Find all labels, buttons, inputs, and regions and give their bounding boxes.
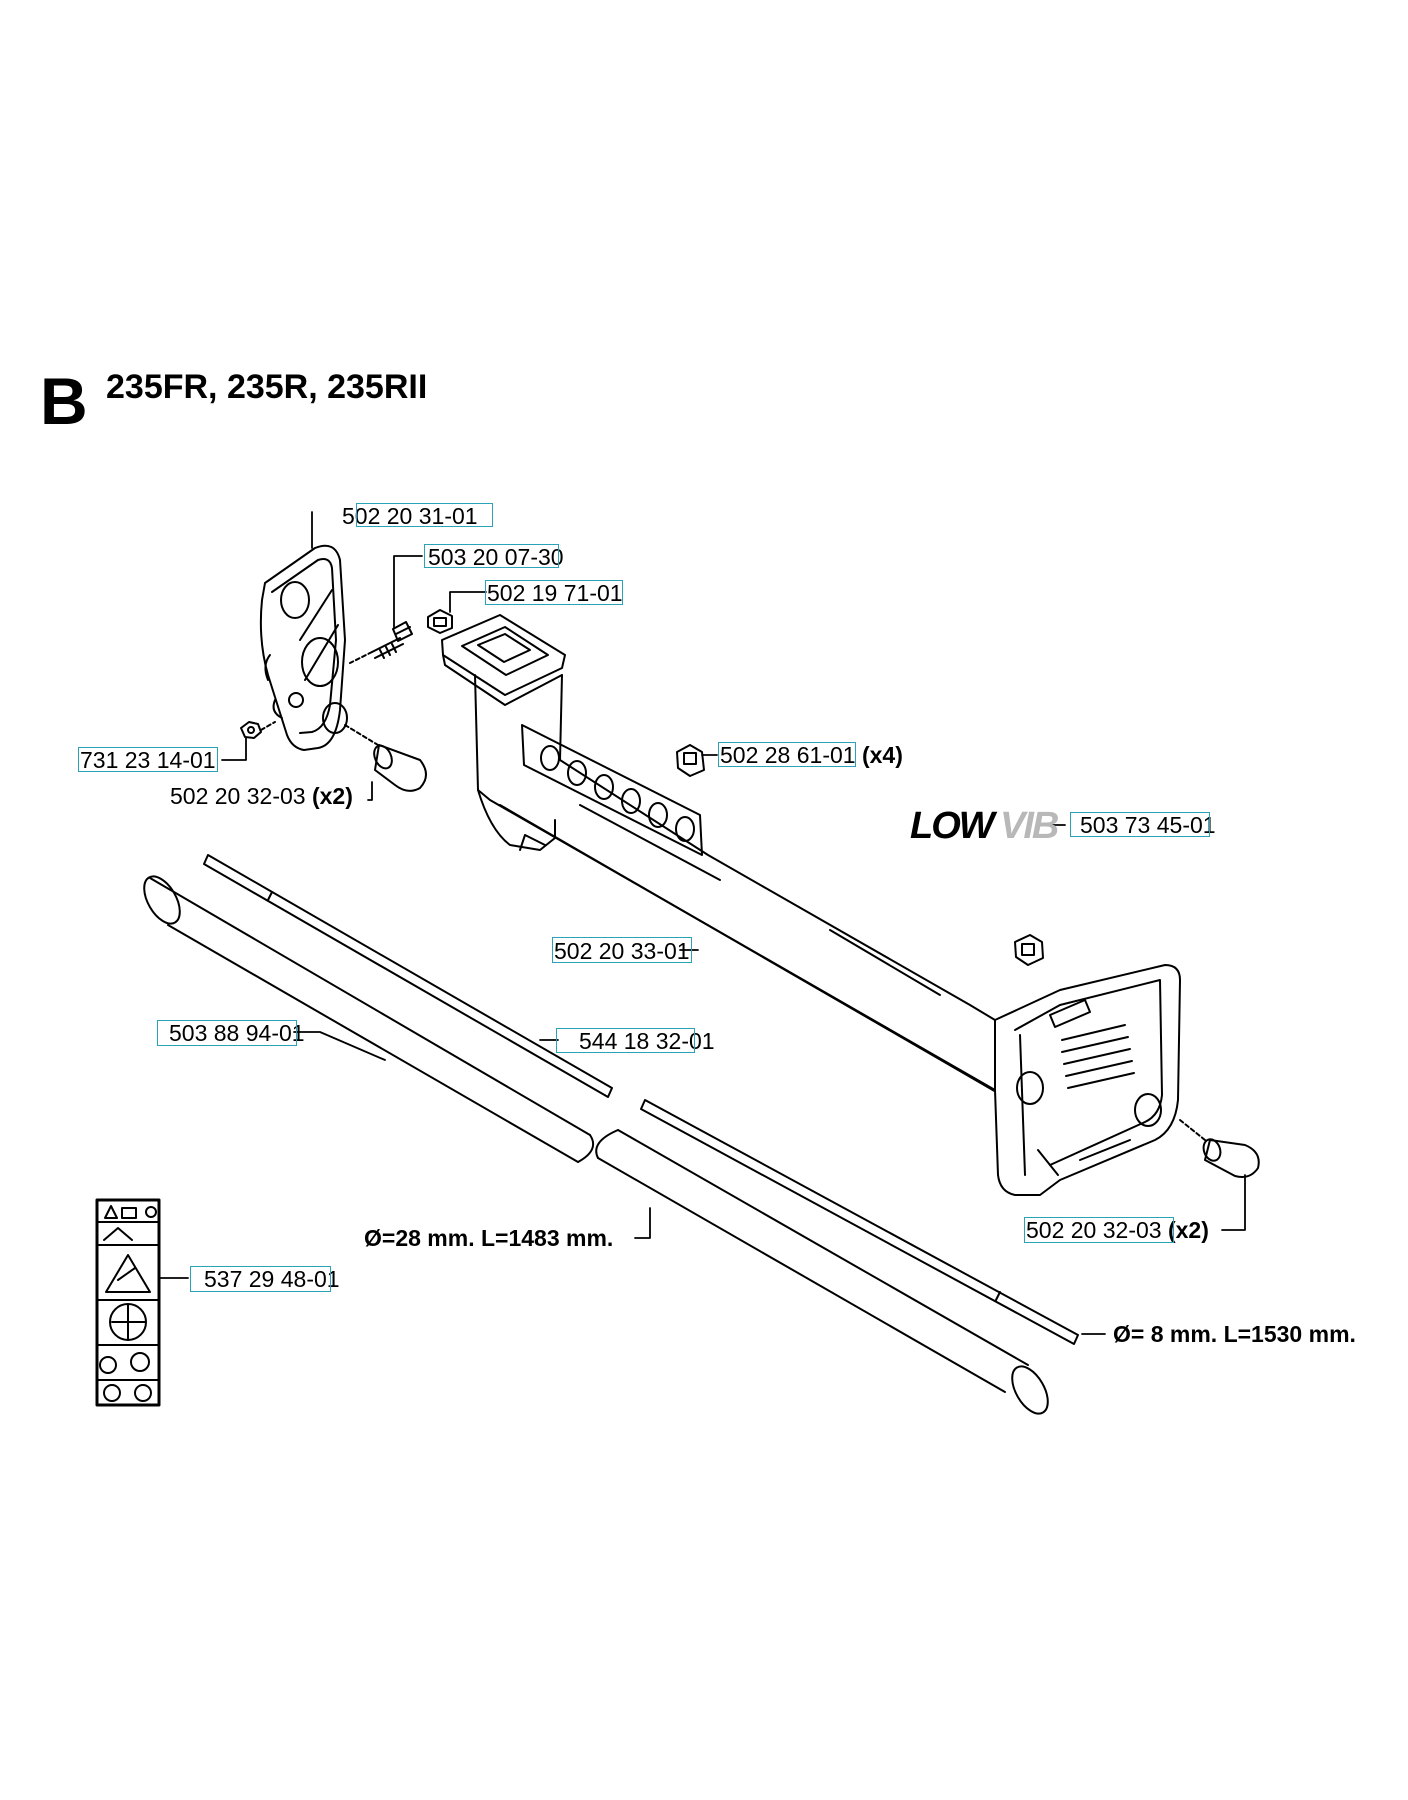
part-label-low-vib-decal: 503 73 45-01 xyxy=(1080,812,1216,838)
part-label-rubber-plug-right: 502 20 32-03 (x2) xyxy=(1026,1217,1209,1243)
front-handle-drawing xyxy=(259,544,348,751)
part-label-tube: 503 88 94-01 xyxy=(169,1020,305,1046)
shaft-dimension-label: Ø= 8 mm. L=1530 mm. xyxy=(1113,1321,1356,1347)
clips-drawing xyxy=(676,744,1044,966)
part-label-main-housing: 502 20 33-01 xyxy=(554,938,690,964)
page-title: 235FR, 235R, 235RII xyxy=(106,368,428,406)
nut-drawing xyxy=(240,721,276,739)
part-label-rubber-plug-left: 502 20 32-03 (x2) xyxy=(170,783,353,809)
section-letter: B xyxy=(40,364,88,438)
part-label-drive-shaft: 544 18 32-01 xyxy=(579,1028,715,1054)
rubber-plug-left-drawing xyxy=(344,724,427,792)
part-label-bolt: 503 20 07-30 xyxy=(428,544,564,570)
bolt-drawing xyxy=(349,621,413,664)
part-label-clip: 502 19 71-01 xyxy=(487,580,623,606)
tube-dimension-label: Ø=28 mm. L=1483 mm. xyxy=(364,1225,614,1251)
tube-drawing xyxy=(143,875,1049,1415)
leader-lines xyxy=(157,511,1246,1335)
part-label-clips: 502 28 61-01 (x4) xyxy=(720,742,903,768)
safety-decal-drawing xyxy=(95,1198,161,1407)
svg-text:VIB: VIB xyxy=(1000,805,1059,847)
clip-drawing xyxy=(427,609,453,634)
part-label-nut: 731 23 14-01 xyxy=(80,747,216,773)
svg-text:LOW: LOW xyxy=(910,805,998,847)
part-label-front-handle: 502 20 31-01 xyxy=(342,503,478,529)
rubber-plug-right-drawing xyxy=(1179,1119,1260,1178)
drive-shaft-drawing xyxy=(203,854,1079,1345)
main-housing-drawing xyxy=(441,614,1181,1196)
part-label-safety-decal: 537 29 48-01 xyxy=(204,1266,340,1292)
